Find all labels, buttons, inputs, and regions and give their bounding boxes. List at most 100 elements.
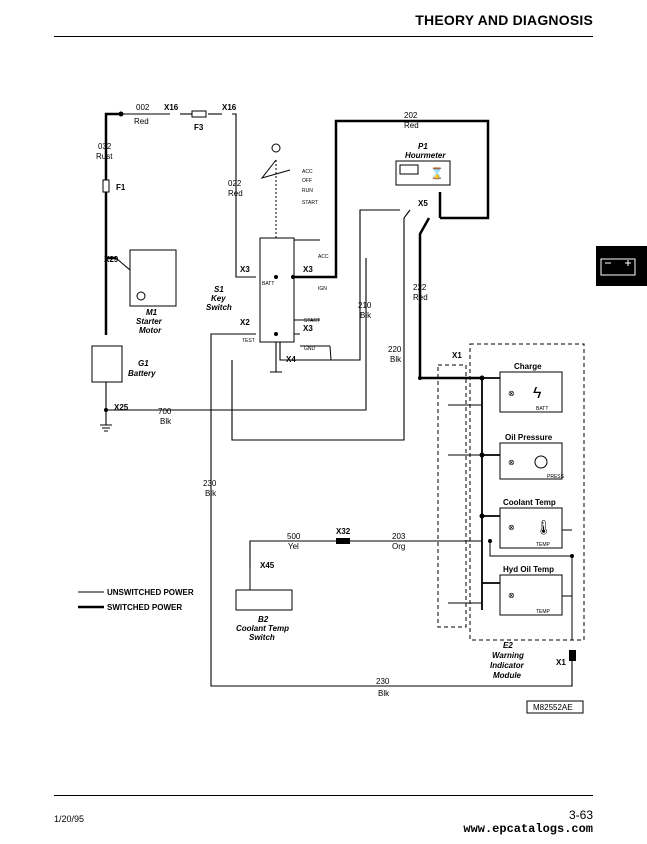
- wire-022-color: Red: [228, 189, 243, 198]
- wire-700-color: Blk: [160, 417, 172, 426]
- wire-203-num: 203: [392, 532, 406, 541]
- wire-700-num: 700: [158, 407, 172, 416]
- wire-002-color: Red: [134, 117, 149, 126]
- connector-x1-plug: [569, 650, 576, 661]
- key-switch-s1: [259, 237, 295, 343]
- thermometer-icon: 🌡: [535, 519, 553, 535]
- terminal-ign: IGN: [318, 286, 327, 292]
- m1-line1: Starter: [136, 317, 163, 326]
- fuse-f1: [102, 179, 110, 193]
- g1-id: G1: [138, 359, 149, 368]
- wire-002-num: 002: [136, 103, 150, 112]
- wire-210-color: Blk: [360, 311, 372, 320]
- connector-x25: X25: [114, 403, 129, 412]
- section-tab: [596, 246, 647, 286]
- switch-pos-start: START: [302, 200, 318, 206]
- e2-line2: Indicator: [490, 661, 525, 670]
- wire-203-color: Org: [392, 542, 405, 551]
- legend-switched-label: SWITCHED POWER: [107, 603, 182, 612]
- indicator-charge-label: Charge: [514, 362, 542, 371]
- indicator-coolant-sub: TEMP: [536, 542, 551, 548]
- fuse-f3: [191, 110, 207, 118]
- wire-500-num: 500: [287, 532, 301, 541]
- e2-line1: Warning: [492, 651, 524, 660]
- connector-x3-gnd: X3: [303, 324, 313, 333]
- e2-line3: Module: [493, 671, 522, 680]
- battery-g1: [91, 345, 123, 383]
- oil-pressure-lamp: [499, 442, 563, 480]
- b2-id: B2: [258, 615, 269, 624]
- hourglass-icon: ⌛: [430, 167, 444, 180]
- switch-pos-off: OFF: [302, 178, 312, 184]
- wire-022-num: 022: [228, 179, 242, 188]
- wire-202-color: Red: [404, 121, 419, 130]
- wire-220-color: Blk: [390, 355, 402, 364]
- terminal-acc: ACC: [318, 254, 329, 260]
- wire-202-thick: [293, 119, 490, 279]
- oil-pressure-icon: ⊗: [508, 458, 515, 467]
- connector-x29: X29: [104, 255, 119, 264]
- connector-x3-ign: X3: [303, 265, 313, 274]
- footer-date: 1/20/95: [54, 814, 85, 824]
- wire-230b-color: Blk: [378, 689, 390, 698]
- p1-id: P1: [418, 142, 428, 151]
- fuse-f3-label: F3: [194, 123, 204, 132]
- wire-500-color: Yel: [288, 542, 299, 551]
- legend-unswitched-label: UNSWITCHED POWER: [107, 588, 194, 597]
- wire-222-color: Red: [413, 293, 428, 302]
- wire-230b-num: 230: [376, 677, 390, 686]
- p1-line1: Hourmeter: [405, 151, 446, 160]
- footer-website: www.epcatalogs.com: [463, 822, 593, 836]
- g1-line1: Battery: [128, 369, 156, 378]
- fuse-f1-label: F1: [116, 183, 126, 192]
- connector-x32: X32: [336, 527, 351, 536]
- indicator-hyd-label: Hyd Oil Temp: [503, 565, 554, 574]
- switch-pos-run: RUN: [302, 188, 313, 194]
- wire-230: [210, 333, 573, 687]
- wire-210: [279, 209, 400, 361]
- connector-x5: X5: [418, 199, 428, 208]
- coolant-temp-icon: ⊗: [508, 523, 515, 532]
- lightning-icon: ϟ: [533, 385, 542, 402]
- figure-id: M82552AE: [533, 703, 573, 712]
- connector-x16-left: X16: [164, 103, 179, 112]
- figure-id-box: [526, 700, 584, 714]
- m1-line2: Motor: [139, 326, 162, 335]
- connector-x32-plug: [336, 538, 350, 544]
- footer-rule: [54, 795, 593, 796]
- wire-222-thick: [418, 217, 482, 380]
- indicator-hyd-sub: TEMP: [536, 609, 551, 615]
- s1-id: S1: [214, 285, 224, 294]
- oil-can-icon: [534, 455, 548, 469]
- connector-x45: X45: [260, 561, 275, 570]
- wire-230a-num: 230: [203, 479, 217, 488]
- wire-032-color: Rust: [96, 152, 113, 161]
- indicator-oil-label: Oil Pressure: [505, 433, 553, 442]
- b2-line2: Switch: [249, 633, 275, 642]
- coolant-temp-switch-b2: [235, 589, 293, 611]
- wire-230a-color: Blk: [205, 489, 217, 498]
- hyd-oil-temp-icon: ⊗: [508, 591, 515, 600]
- m1-id: M1: [146, 308, 158, 317]
- indicator-coolant-label: Coolant Temp: [503, 498, 556, 507]
- connector-x2: X2: [240, 318, 250, 327]
- page-title: THEORY AND DIAGNOSIS: [415, 12, 593, 28]
- connector-x1-strip: [437, 364, 467, 628]
- terminal-start: START: [304, 318, 320, 324]
- terminal-gnd: GND: [304, 346, 316, 352]
- connector-x4: X4: [286, 355, 296, 364]
- wire-032-num: 032: [98, 142, 112, 151]
- indicator-oil-sub: PRESS: [547, 474, 565, 480]
- charge-icon: ⊗: [508, 389, 515, 398]
- connector-x16-right: X16: [222, 103, 237, 112]
- coolant-temp-lamp: [499, 507, 563, 549]
- warning-module-e2: [469, 343, 585, 641]
- connector-x1-bottom: X1: [556, 658, 566, 667]
- b2-line1: Coolant Temp: [236, 624, 289, 633]
- battery-tab-icon: [600, 258, 636, 276]
- wire-700: [106, 258, 367, 411]
- header-rule: [54, 36, 593, 37]
- e2-id: E2: [503, 641, 513, 650]
- connector-x1-top: X1: [452, 351, 462, 360]
